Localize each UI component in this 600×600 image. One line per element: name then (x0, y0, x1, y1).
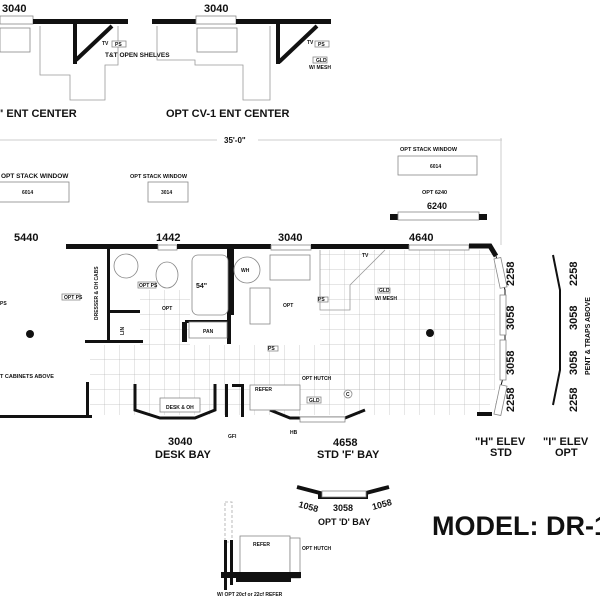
opt-ps-label: OPT PS (139, 283, 158, 289)
ps-label: PS (318, 297, 325, 303)
h-elev-labels: 2258 3058 3058 2258 "H" ELEV STD (475, 262, 526, 459)
window-size: 2258 (505, 262, 517, 286)
d-bay-label: OPT 'D' BAY (318, 517, 370, 527)
window-size: 3040 (278, 232, 302, 244)
window-size: 1058 (371, 497, 393, 512)
tv-label: TV (362, 253, 369, 259)
i-elev-sub: OPT (555, 447, 578, 459)
water-heater-label: WH (241, 268, 250, 274)
ps-label: PS (0, 301, 7, 307)
opt-ps-label: OPT PS (64, 295, 83, 301)
mesh-label: W/ MESH (375, 296, 397, 302)
model-title: MODEL: DR-1 (432, 511, 600, 541)
opt-label: OPT (162, 306, 172, 312)
stack-window-size: 6014 (22, 190, 33, 196)
ent-center-title: 5" ENT CENTER (0, 108, 77, 120)
opt-label: OPT (283, 303, 293, 309)
window-size: 3058 (505, 351, 517, 375)
opt-d-bay: 1058 3058 1058 OPT 'D' BAY (296, 485, 393, 527)
ps-label: PS (115, 42, 122, 48)
refer-label: REFER (255, 387, 272, 393)
stack-window-size: 6014 (430, 164, 441, 170)
ps-label: PS (268, 346, 275, 352)
f-bay-size: 4658 (333, 437, 357, 449)
i-elev: 2258 3058 3058 2258 PENT & TRAPS ABOVE "… (543, 254, 592, 459)
window-size: 4640 (409, 232, 433, 244)
stack-window-label: OPT STACK WINDOW (1, 173, 69, 180)
window-label: 3040 (204, 3, 228, 15)
hutch-label: OPT HUTCH (302, 546, 332, 552)
i-elev-title: "I" ELEV (543, 436, 589, 448)
window-size: 5440 (14, 232, 38, 244)
opt-6240-size: 6240 (427, 201, 447, 211)
f-bay-label: STD 'F' BAY (317, 449, 380, 461)
window-size: 2258 (568, 262, 580, 286)
hutch-label: OPT HUTCH (302, 376, 332, 382)
h-elev-sub: STD (490, 447, 512, 459)
opt-6240-label: OPT 6240 (422, 190, 447, 196)
window-label: 3040 (2, 3, 26, 15)
dresser-label: DRESSER & OH CABS (94, 266, 100, 320)
pan-label: PAN (203, 329, 214, 335)
window-size: 1058 (297, 499, 319, 514)
stack-window-label: OPT STACK WINDOW (130, 174, 188, 180)
gld-label: GLD (316, 58, 327, 64)
stack-window-label: OPT STACK WINDOW (400, 147, 458, 153)
tub-label: 54" (196, 283, 207, 290)
window-size: 3058 (568, 351, 580, 375)
linen-label: LIN (120, 327, 126, 335)
cabinets-label: T CABINETS ABOVE (0, 374, 54, 380)
i-elev-note: PENT & TRAPS ABOVE (585, 297, 592, 375)
ps-label: PS (318, 42, 325, 48)
ent-center-standard: 3040 TV PS T&T OPEN SHELVES 5" ENT CENTE… (0, 3, 170, 120)
desk-bay-size: 3040 (168, 436, 192, 448)
refer-detail: REFER OPT HUTCH W/ OPT 20cf or 22cf REFE… (217, 501, 332, 598)
window-size: 3058 (505, 306, 517, 330)
shelves-note: T&T OPEN SHELVES (105, 52, 170, 59)
gld-label: GLD (379, 288, 390, 294)
overall-length: 35'-0" (224, 136, 246, 145)
window-size: 3058 (333, 503, 353, 513)
window-size: 2258 (505, 388, 517, 412)
window-size: 3058 (568, 306, 580, 330)
gfi-label: GFI (228, 434, 237, 440)
stack-window-size: 3014 (161, 190, 172, 196)
c-label: C (346, 392, 350, 398)
window-size: 2258 (568, 388, 580, 412)
ent-center-cv1: 3040 TV PS GLD W/ MESH OPT CV-1 ENT CENT… (152, 3, 331, 120)
gld-label: GLD (309, 398, 320, 404)
window-size: 1442 (156, 232, 180, 244)
mesh-note: W/ MESH (309, 65, 331, 71)
desk-label: DESK & OH (166, 405, 194, 411)
desk-bay-label: DESK BAY (155, 449, 211, 461)
ent-center-title: OPT CV-1 ENT CENTER (166, 108, 290, 120)
hb-label: HB (290, 430, 298, 436)
h-elev-title: "H" ELEV (475, 436, 526, 448)
tv-label: TV (307, 40, 314, 46)
tv-label: TV (102, 41, 109, 47)
refer-label: REFER (253, 542, 270, 548)
refer-caption: W/ OPT 20cf or 22cf REFER (217, 592, 283, 598)
